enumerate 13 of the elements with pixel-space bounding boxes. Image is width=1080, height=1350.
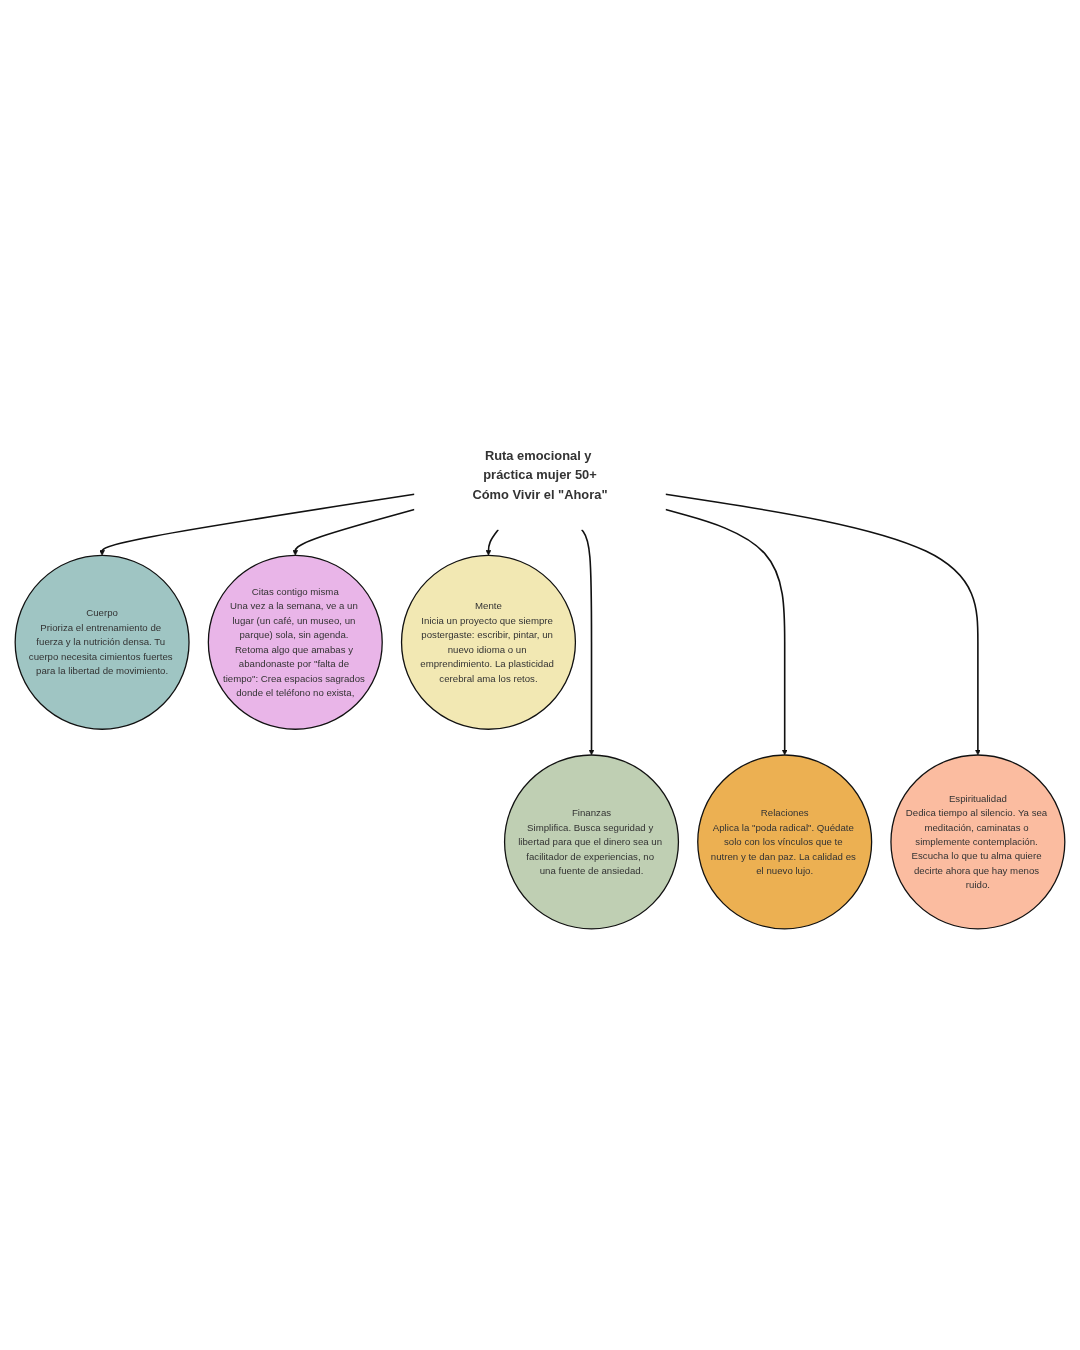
node-circle: Finanzas Simplifica. Busca seguridad y libertad para que el dinero sea un facilitador de experiencias, no una fuente de ansiedad. [503,754,680,930]
arrow [99,493,416,557]
node-circle: Citas contigo misma Una vez a la semana, ve a un lugar (un café, un museo, un parque) sola, sin agenda. Retoma algo que amabas y abandonaste por "falta de tiempo": Crea espacios sagrados donde el teléfono no exista, [207,555,383,731]
arrow [580,529,595,756]
arrow [292,509,416,557]
node-circle: Mente Inicia un proyecto que siempre postergaste: escribir, pintar, un nuevo idioma o un emprendimiento. La plasticidad cerebral ama los retos. [400,555,577,731]
node-text: Ruta emocional y práctica mujer 50+ Cómo Vivir el "Ahora" [472,448,608,502]
arrow [485,529,500,557]
arrow [664,509,788,756]
arrow [664,493,981,756]
node-circle: Espiritualidad Dedica tiempo al silencio. Ya sea meditación, caminatas o simplemente contemplación. Escucha lo que tu alma quiere decirte ahora que hay menos ruido. [890,754,1066,930]
node-circle: Relaciones Aplica la "poda radical". Quédate solo con los vínculos que te nutren y te dan paz. La calidad es el nuevo lujo. [697,754,873,930]
node-circle: Cuerpo Prioriza el entrenamiento de fuerza y la nutrición densa. Tu cuerpo necesita cimientos fuertes para la libertad de movimiento. [14,555,190,731]
